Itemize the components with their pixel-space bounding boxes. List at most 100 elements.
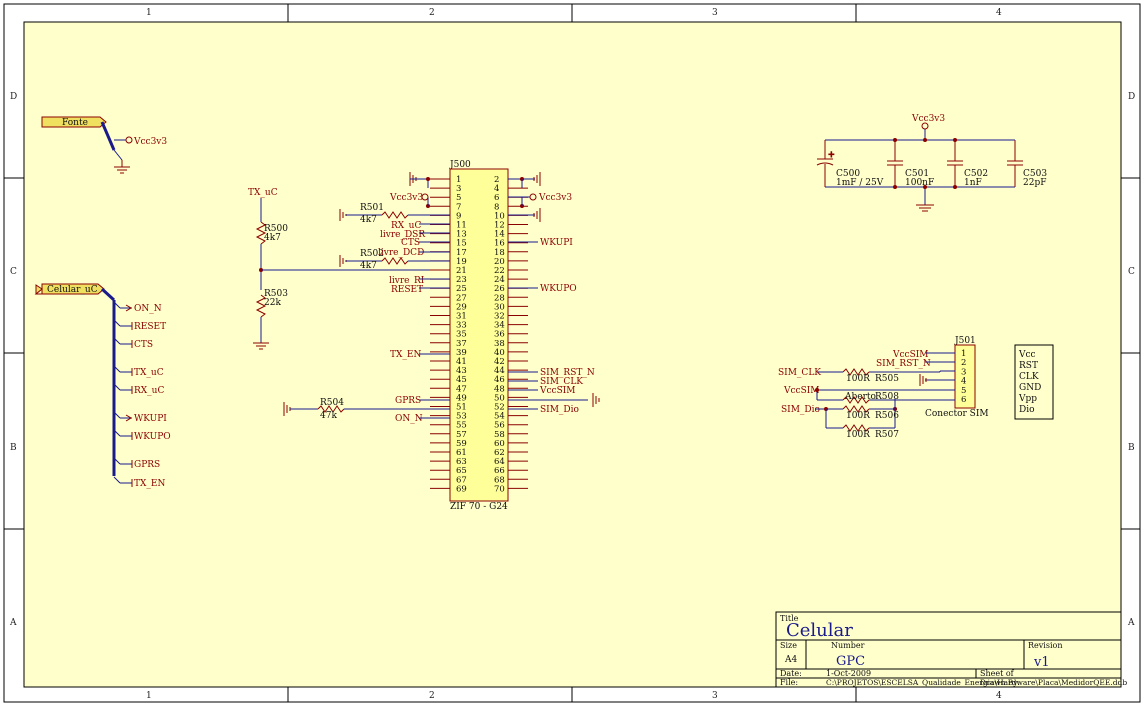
j500-pin-number: 27 [456, 293, 467, 303]
j501-body[interactable] [954, 344, 976, 409]
j500-pin-number: 44 [494, 366, 505, 376]
c503-symbol [1007, 140, 1023, 187]
sim-legend-item: Vcc [1018, 350, 1036, 360]
j500-pin-number: 28 [494, 293, 505, 303]
bus-net-label: TX_EN [134, 479, 165, 489]
j500-pin-number: 55 [456, 421, 467, 431]
j500-pin-number: 13 [456, 230, 467, 240]
j500-pin-number: 8 [494, 202, 499, 212]
r507-symbol [842, 424, 870, 432]
ground-icon [114, 160, 130, 174]
bus-entry [113, 301, 121, 309]
j500-pin-number: 66 [494, 466, 505, 476]
c503-ref: C503 [1023, 169, 1047, 179]
j500-pin-number: 56 [494, 421, 505, 431]
zone-labels: 1 2 3 4 1 2 3 4 D C B A D C B A [9, 8, 1135, 701]
bus-net-label: CTS [134, 340, 153, 350]
date-label: Date: [780, 669, 802, 678]
celular-port-group: Celular_uC [34, 283, 116, 476]
net-sim-left-vccsim: VccSIM [783, 386, 820, 396]
j500-pin-number: 37 [456, 339, 467, 349]
j500-pin-number: 42 [494, 357, 505, 367]
j500-pin-number: 14 [494, 230, 505, 240]
j500-pin-number: 53 [456, 412, 467, 422]
net-j500-sim-rst-n: SIM_RST_N [540, 368, 595, 378]
port-arrow-icon [125, 414, 132, 422]
r501-symbol [381, 211, 409, 219]
date-value: 1-Oct-2009 [826, 669, 871, 678]
net-j500-tx-en: TX_EN [390, 350, 421, 360]
c501-ref: C501 [905, 169, 929, 179]
r500-symbol [255, 221, 267, 245]
zone-row-d-left: D [10, 92, 17, 102]
fonte-vcc-label: Vcc3v3 [133, 137, 167, 147]
net-j500-livre-ri: livre_RI [389, 276, 425, 286]
bus-net-label: RESET [134, 322, 166, 332]
bus-entry [113, 365, 121, 373]
j500-pin-number: 52 [494, 403, 505, 413]
j500-pin-number: 1 [456, 175, 461, 185]
j500-pin-number: 6 [494, 193, 499, 203]
j501-pin-number: 6 [961, 395, 966, 405]
j500-pin-number: 19 [456, 257, 467, 267]
r507-ref: R507 [875, 430, 899, 440]
j500-pin-number: 38 [494, 339, 505, 349]
ground-icon [253, 342, 269, 350]
sim-legend-item: GND [1019, 383, 1041, 393]
j500-pin-number: 41 [456, 357, 467, 367]
j500-pin-number: 29 [456, 302, 467, 312]
j500-pin-number: 4 [494, 184, 499, 194]
zone-row-a-right: A [1127, 618, 1135, 628]
j500-body[interactable] [449, 168, 509, 502]
j500-pin-number: 50 [494, 393, 505, 403]
ground-icon [533, 208, 541, 222]
r504-value: 47k [320, 411, 337, 421]
net-sim-top-rst: SIM_RST_N [876, 359, 931, 369]
j500-pin-number: 10 [494, 211, 505, 221]
j500-pin-number: 64 [494, 457, 505, 467]
j500-pin-number: 65 [456, 466, 467, 476]
title-block-frame [775, 611, 1122, 688]
j500-pin-number: 60 [494, 439, 505, 449]
j500-pin-number: 59 [456, 439, 467, 449]
j500-pin-number: 26 [494, 284, 505, 294]
j501-pin-number: 4 [961, 377, 966, 387]
ground-icon [592, 393, 600, 407]
j500-pin-number: 46 [494, 375, 505, 385]
c502-ref: C502 [964, 169, 988, 179]
net-j500-gprs: GPRS [395, 396, 421, 406]
r502-ref: R502 [360, 249, 384, 259]
c501-symbol [887, 140, 903, 187]
zone-col-1-top: 1 [146, 8, 152, 18]
zone-row-b-left: B [10, 443, 17, 453]
j501-pin-number: 1 [961, 349, 966, 359]
celular-port[interactable] [34, 283, 105, 295]
title-label: Title [780, 614, 799, 623]
title-value: Celular [786, 620, 853, 641]
j500-pin-number: 51 [456, 403, 467, 413]
ground-icon [533, 172, 541, 186]
j500-pin-number: 7 [456, 202, 461, 212]
zone-row-c-left: C [10, 267, 17, 277]
j500-pin-number: 58 [494, 430, 505, 440]
tx-divider: TX_uC R500 4k7 R503 22k [248, 188, 450, 350]
r502-value: 4k7 [360, 261, 377, 271]
net-j500-livre-dsr: livre_DSR [380, 230, 425, 240]
j500-left-nets: Vcc3v3 R501 4k7 R502 4k7 R504 47k RX_uC … [283, 172, 450, 424]
sim-legend-item: RST [1019, 361, 1038, 371]
net-j500-vccsim: VccSIM [539, 386, 576, 396]
drawing-area [23, 21, 1122, 688]
vcc-power-symbol [529, 193, 537, 201]
celular-bus-entry [100, 287, 116, 302]
j500-pin-number: 39 [456, 348, 467, 358]
net-sim-top-vccsim: VccSIM [892, 350, 929, 360]
j500-right-vcc-label: Vcc3v3 [538, 193, 572, 203]
j500-right-nets: Vcc3v3 WKUPI WKUPO SIM_RST_N SIM_CLK Vcc… [508, 172, 600, 415]
revision-value: v1 [1033, 655, 1050, 670]
j500-pin-number: 3 [456, 184, 461, 194]
j500-pin-number: 5 [456, 193, 461, 203]
r505-ref: R505 [875, 374, 899, 384]
bus-entry [113, 337, 121, 345]
sim-legend-item: CLK [1019, 372, 1039, 382]
j500-pin-number: 61 [456, 448, 467, 458]
